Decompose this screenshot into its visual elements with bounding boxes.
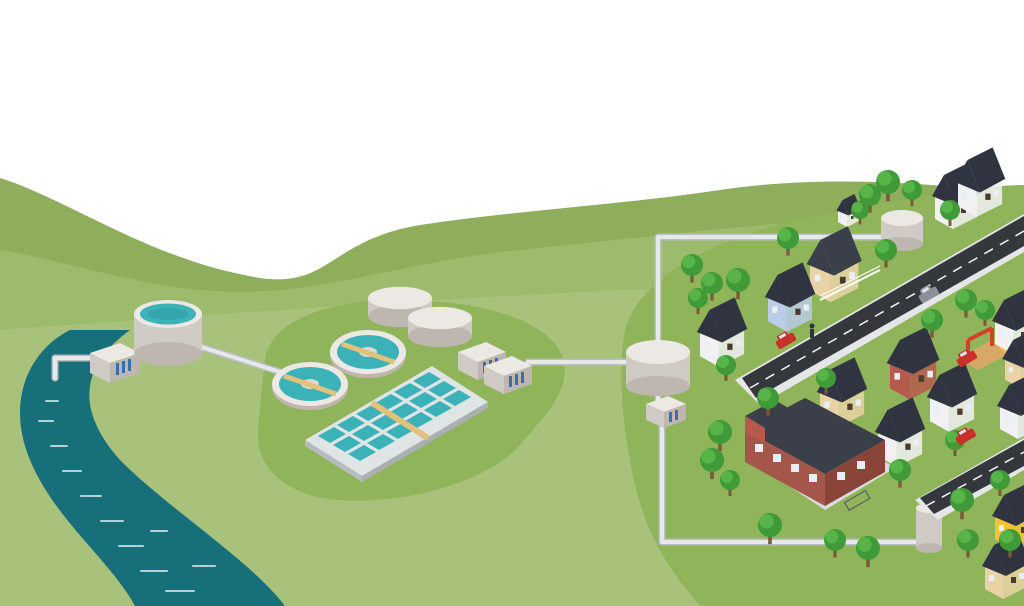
- tree-icon: [701, 272, 723, 301]
- tree-icon: [902, 180, 922, 206]
- tree-icon: [816, 368, 836, 394]
- pump-house-icon: [646, 396, 686, 428]
- house-icon: [997, 377, 1024, 439]
- filter-cell: [443, 390, 471, 406]
- ripple: [45, 400, 59, 402]
- filter-cell: [413, 372, 441, 388]
- tree-icon: [856, 536, 880, 568]
- reservoir-tank-icon: [134, 300, 202, 366]
- ripple: [140, 570, 168, 572]
- water-tower-icon: [626, 340, 690, 396]
- filter-cell: [405, 412, 433, 428]
- trees: [681, 170, 1021, 568]
- filter-cell: [428, 381, 456, 397]
- filter-cell: [367, 434, 395, 450]
- cars: [775, 285, 978, 446]
- ripple: [192, 565, 216, 567]
- tree-icon: [975, 300, 995, 326]
- tree-icon: [957, 529, 979, 558]
- tree-icon: [921, 309, 943, 338]
- clarifier-icon: [330, 330, 406, 378]
- tree-icon: [757, 387, 779, 416]
- filter-cell: [337, 416, 365, 432]
- tree-icon: [999, 529, 1021, 558]
- car-icon: [956, 349, 978, 368]
- tree-icon: [950, 488, 974, 520]
- pedestrian: [809, 323, 815, 338]
- filter-cell: [390, 403, 418, 419]
- house-icon: [954, 147, 1006, 217]
- filter-cell: [352, 425, 380, 441]
- tree-icon: [875, 239, 897, 268]
- pump-house-icon: [90, 343, 140, 383]
- house-icon: [806, 226, 862, 303]
- tree-icon: [716, 355, 736, 381]
- ripple: [50, 445, 68, 447]
- tree-icon: [824, 529, 846, 558]
- tree-icon: [955, 289, 977, 318]
- pump-house-icon: [484, 356, 532, 394]
- ripple: [165, 590, 195, 592]
- ripple: [150, 530, 168, 532]
- filter-cell: [348, 445, 376, 461]
- roads: [735, 214, 1024, 520]
- ripple: [118, 545, 144, 547]
- fence: [819, 265, 881, 301]
- tree-icon: [889, 459, 911, 488]
- tree-icon: [681, 254, 703, 283]
- ripple: [80, 495, 102, 497]
- car-icon: [918, 285, 940, 304]
- house-icon: [926, 362, 978, 432]
- car-icon: [955, 427, 977, 446]
- tree-icon: [708, 420, 732, 452]
- river-ripples: [38, 400, 216, 592]
- filter-cell: [318, 427, 346, 443]
- filter-cell: [409, 392, 437, 408]
- tree-icon: [859, 184, 881, 213]
- house-icon: [886, 326, 940, 400]
- tree-icon: [851, 201, 869, 225]
- ripple: [62, 470, 82, 472]
- filter-bed-icon: [305, 366, 488, 482]
- clarifier-icon: [272, 362, 348, 410]
- tree-icon: [726, 268, 750, 300]
- tree-icon: [876, 170, 900, 202]
- filter-cell: [424, 401, 452, 417]
- river: [19, 330, 286, 606]
- filter-cell: [333, 436, 361, 452]
- filter-cell: [394, 383, 422, 399]
- ripple: [100, 520, 124, 522]
- storage-tanks: [368, 286, 472, 348]
- tree-icon: [777, 227, 799, 256]
- ripple: [38, 420, 54, 422]
- house-icon: [764, 262, 816, 332]
- school-building-icon: [745, 398, 885, 506]
- car-icon: [775, 331, 797, 350]
- tree-icon: [700, 448, 724, 480]
- tree-icon: [720, 470, 740, 496]
- tree-icon: [758, 513, 782, 545]
- reservoir-tank-icon: [408, 306, 472, 348]
- tree-icon: [940, 200, 960, 226]
- tree-icon: [688, 288, 708, 314]
- tree-icon: [990, 470, 1010, 496]
